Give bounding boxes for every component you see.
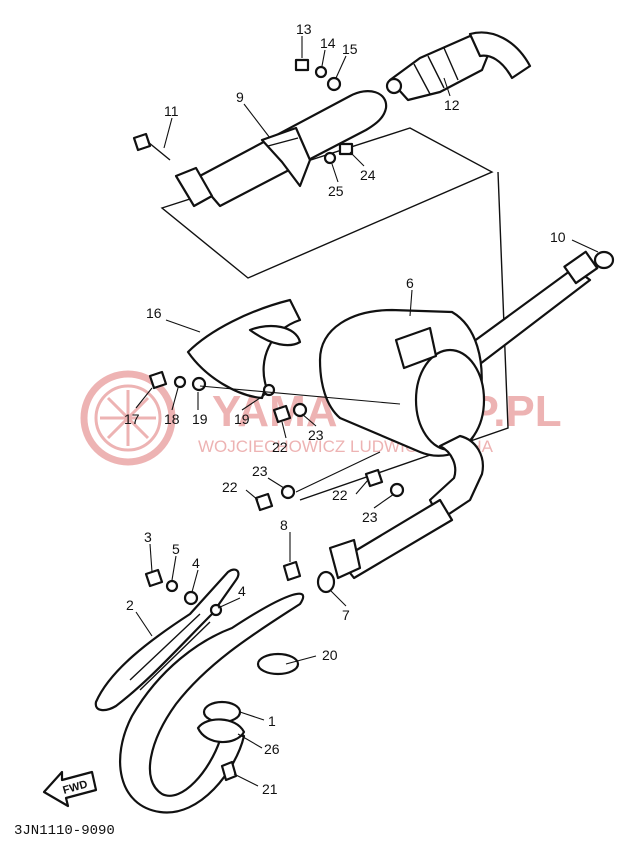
callout-21: 21 [262,781,278,797]
part-9-pipe [174,90,388,208]
callout-12: 12 [444,97,460,113]
callout-25: 25 [328,183,344,199]
callout-9: 9 [236,89,244,105]
callout-13: 13 [296,21,312,37]
fasteners-mid [148,370,405,512]
callout-14: 14 [320,35,336,51]
callout-labels: 13 14 15 12 9 11 25 24 10 6 16 17 18 19 … [124,21,566,797]
callout-23a: 23 [308,427,324,443]
callout-23c: 23 [362,509,378,525]
callout-4b: 4 [238,583,246,599]
callout-11: 11 [164,103,179,119]
callout-24: 24 [360,167,376,183]
part-12-connector [385,31,532,102]
callout-5: 5 [172,541,180,557]
callout-2: 2 [126,597,134,613]
callout-10: 10 [550,229,566,245]
callout-4a: 4 [192,555,200,571]
part-6-silencer [318,308,486,522]
callout-7: 7 [342,607,350,623]
callout-6: 6 [406,275,414,291]
part-1-header-pipe [119,592,305,814]
callout-8: 8 [280,517,288,533]
callout-18: 18 [164,411,180,427]
fwd-arrow-icon: FWD [42,770,98,808]
callout-23b: 23 [252,463,268,479]
callout-22c: 22 [332,487,348,503]
callout-22a: 22 [272,439,288,455]
callout-1: 1 [268,713,276,729]
callout-16: 16 [146,305,162,321]
callout-22b: 22 [222,479,238,495]
fasteners-upper [294,58,354,165]
callout-19a: 19 [192,411,208,427]
callout-19b: 19 [234,411,250,427]
part-10-tailpipe [460,250,615,366]
callout-3: 3 [144,529,152,545]
callout-17: 17 [124,411,140,427]
part-11-bolt [132,132,171,161]
callout-26: 26 [264,741,280,757]
leader-lines [135,36,599,787]
fasteners-lower [144,568,223,617]
callout-15: 15 [342,41,358,57]
part-16-heat-shield [186,298,302,400]
diagram-code: 3JN1110-9090 [14,823,115,839]
callout-20: 20 [322,647,338,663]
part-8-mid-pipe [282,498,454,594]
part-2-guard [94,568,240,712]
watermark-logo-icon [80,370,176,466]
